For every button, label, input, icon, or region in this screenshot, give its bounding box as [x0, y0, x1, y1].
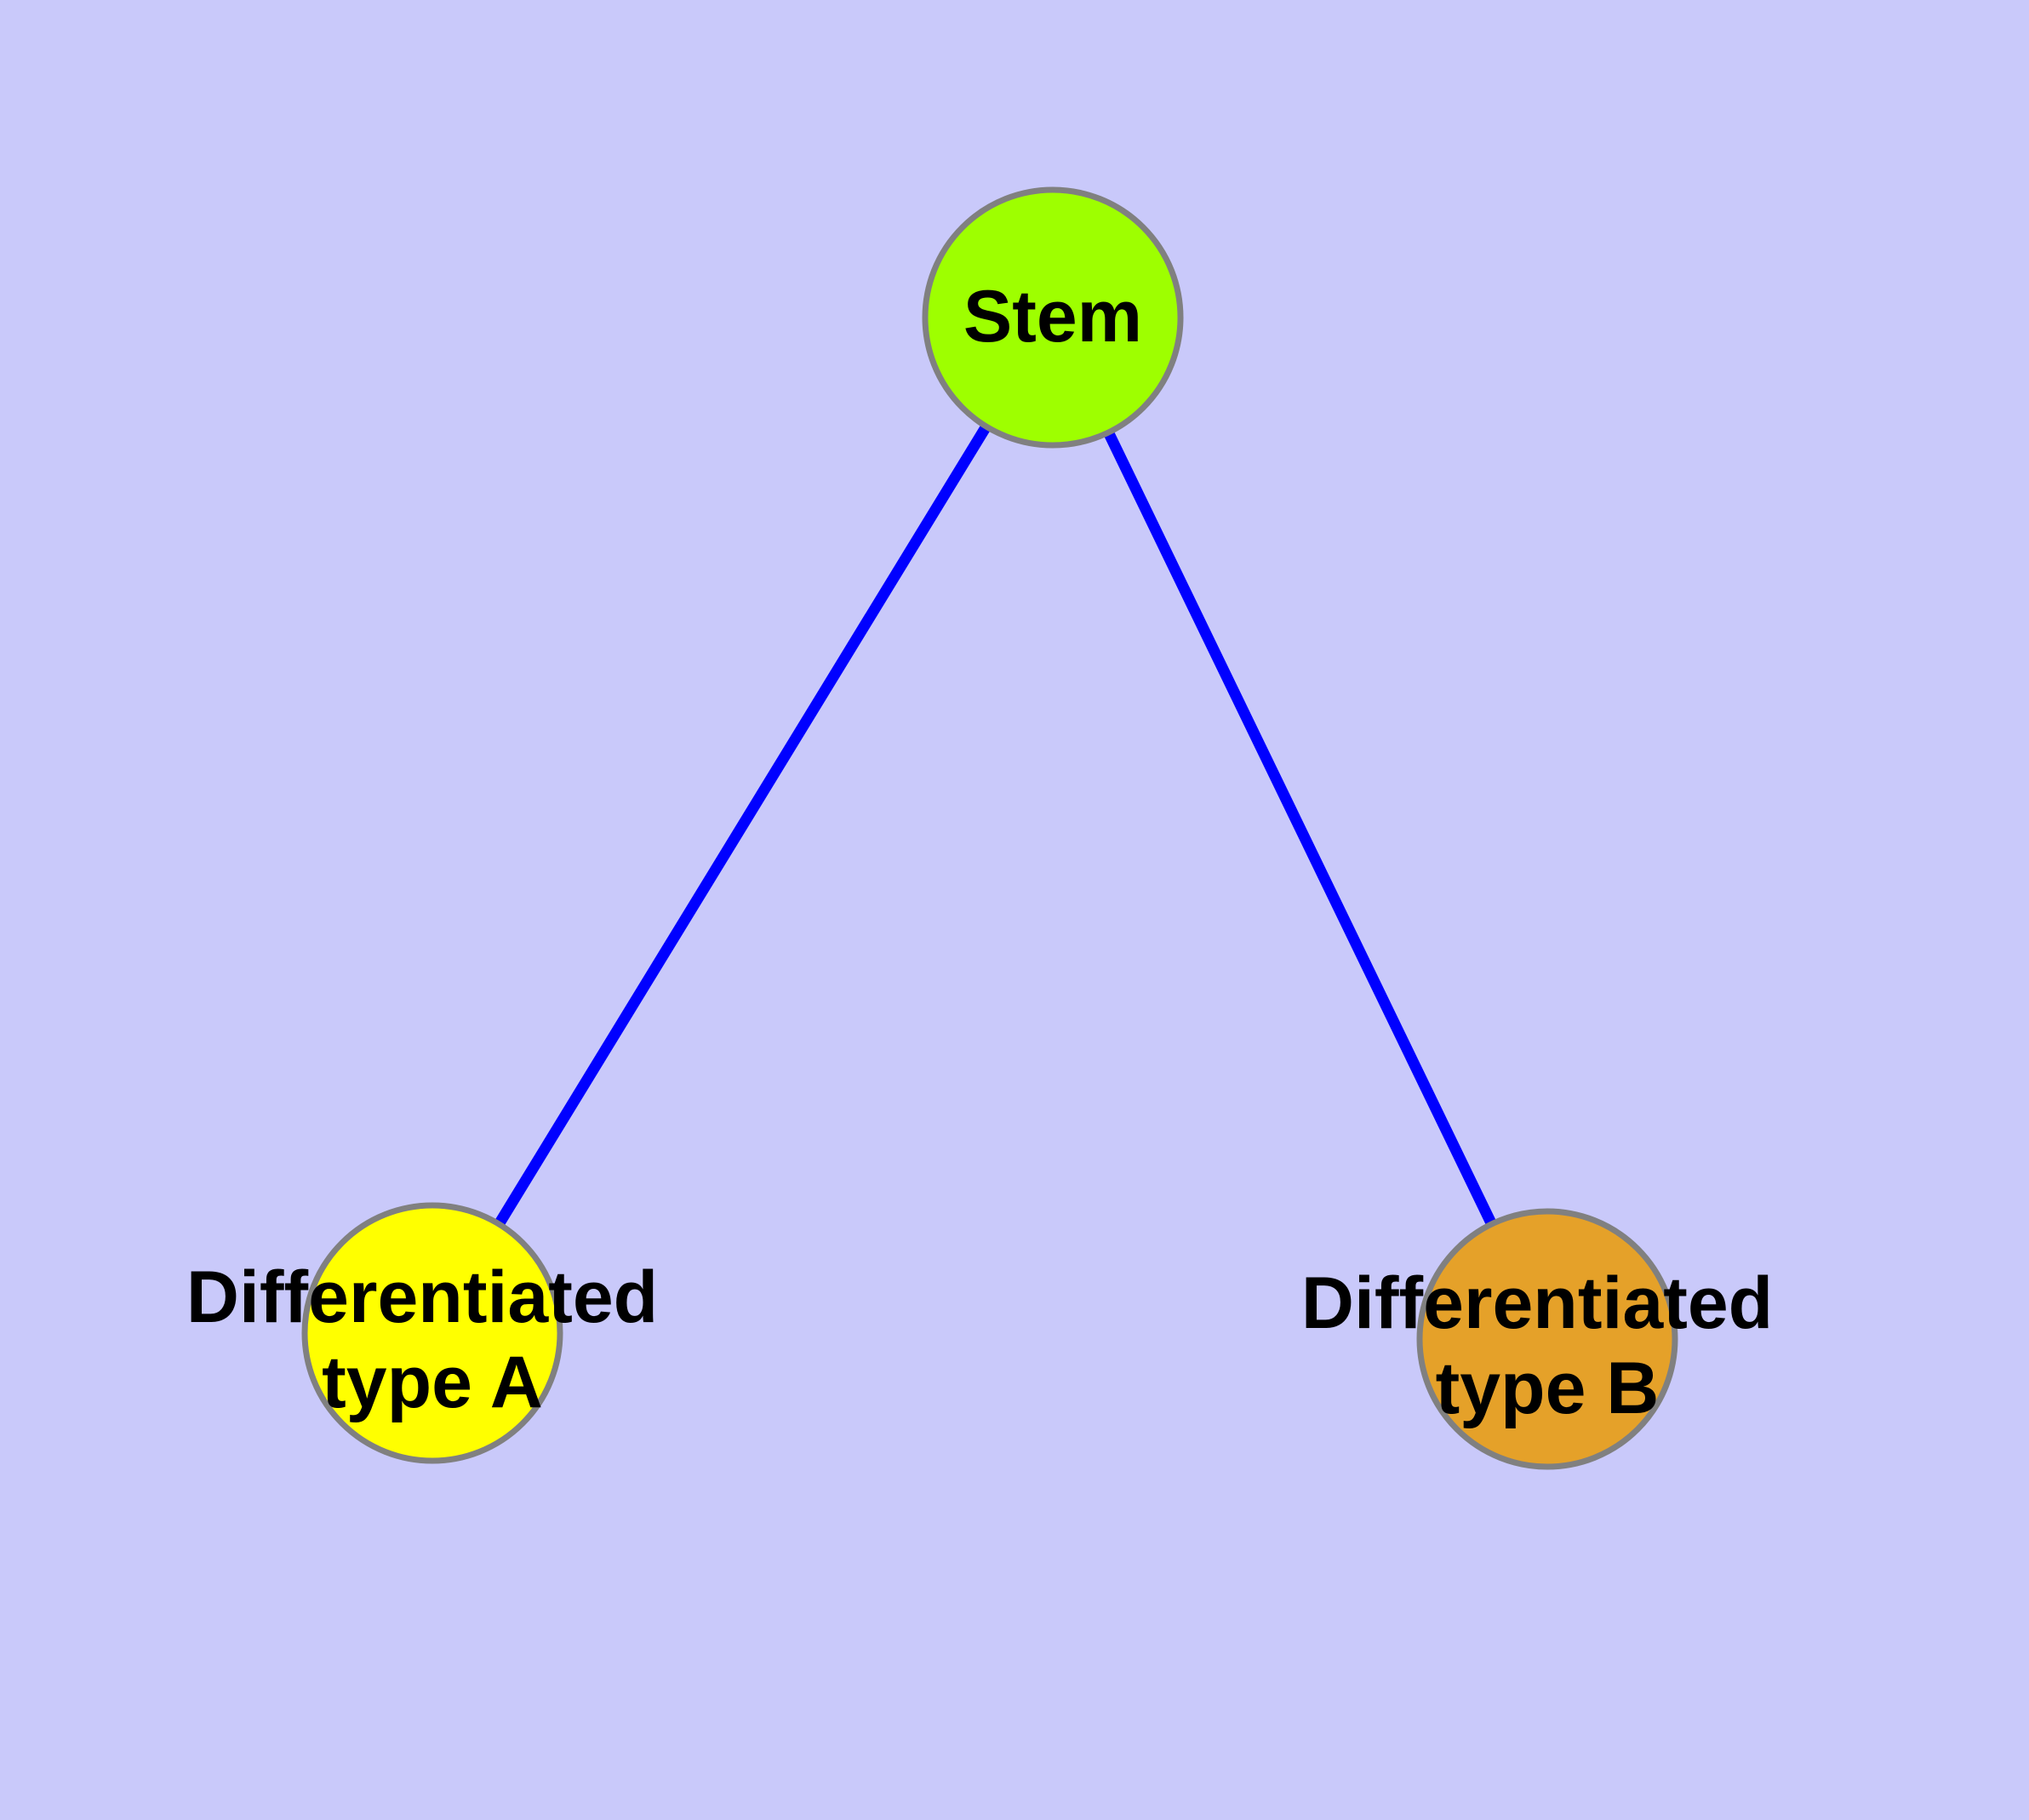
node-differentiated-type-b[interactable]: Differentiated type B [1301, 1208, 1793, 1470]
node-differentiated-type-a[interactable]: Differentiated type A [186, 1202, 678, 1464]
node-differentiated-type-a-circle[interactable] [301, 1202, 563, 1464]
node-differentiated-type-a-label: Differentiated type A [186, 1256, 678, 1423]
edge-stem-to-differentiated-type-b[interactable] [1048, 315, 1552, 1342]
node-stem-label: Stem [963, 276, 1142, 358]
node-stem-circle[interactable] [922, 186, 1184, 449]
node-differentiated-type-b-circle[interactable] [1416, 1208, 1678, 1470]
edge-layer [427, 314, 1552, 1342]
edge-stem-to-differentiated-type-a[interactable] [427, 314, 1058, 1336]
node-layer: Stem Differentiated type A Differentiate… [186, 186, 1793, 1470]
node-differentiated-type-b-label: Differentiated type B [1301, 1262, 1793, 1429]
node-stem[interactable]: Stem [922, 186, 1184, 449]
